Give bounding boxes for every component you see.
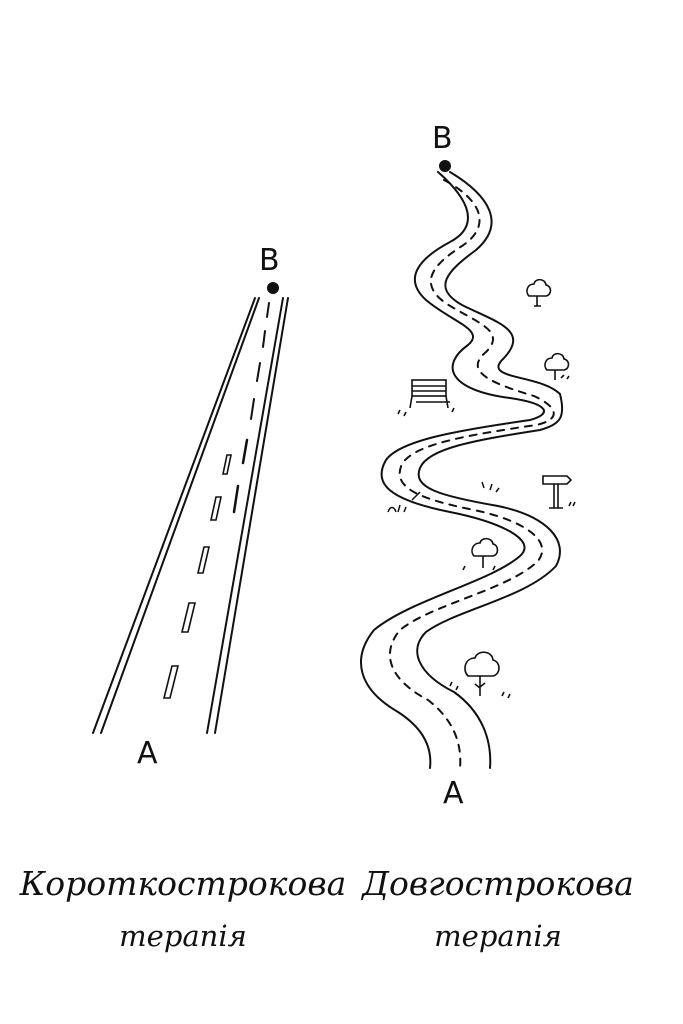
center-dash: [256, 362, 261, 382]
road-edge-right-inner: [214, 297, 289, 734]
center-dash: [262, 330, 266, 348]
grass-icon: [387, 481, 500, 513]
road-edge-right-outer: [206, 297, 284, 734]
signpost-icon: [542, 475, 576, 509]
center-dash: [222, 454, 232, 475]
point-a-label-right: A: [443, 776, 464, 811]
point-a-label-left: A: [137, 736, 158, 771]
point-b-label-right: B: [432, 121, 453, 156]
point-b-dot-right: [439, 160, 451, 172]
straight-road: [92, 297, 289, 734]
caption-long-term: Довгострокова терапія: [333, 862, 663, 958]
winding-road: [360, 171, 564, 769]
caption-left-line1: Короткострокова: [19, 864, 347, 903]
tree-icon: [526, 278, 552, 307]
point-b-dot-left: [267, 282, 279, 294]
center-dash: [250, 398, 255, 420]
center-dash: [210, 496, 222, 521]
road-centerline: [388, 179, 555, 769]
tree-icon: [544, 352, 570, 380]
road-edge-right: [416, 171, 564, 769]
caption-left-line2: терапія: [119, 919, 247, 953]
center-dash: [241, 438, 249, 465]
point-b-label-left: B: [259, 243, 280, 278]
tree-icon: [449, 651, 511, 699]
road-edge-left-outer: [92, 297, 256, 734]
bench-icon: [397, 379, 455, 417]
straight-road-wide-dashes: [162, 454, 232, 699]
road-edge-left: [360, 171, 545, 769]
caption-right-line1: Довгострокова: [362, 864, 634, 903]
caption-short-term: Короткострокова терапія: [18, 862, 348, 958]
road-edge-left-inner: [100, 297, 260, 734]
center-dash: [232, 484, 240, 514]
tree-icon: [462, 537, 499, 571]
center-dash: [196, 546, 211, 574]
center-dash: [180, 602, 197, 633]
center-dash: [162, 665, 180, 699]
caption-right-line2: терапія: [434, 919, 562, 953]
center-dash: [266, 302, 270, 318]
